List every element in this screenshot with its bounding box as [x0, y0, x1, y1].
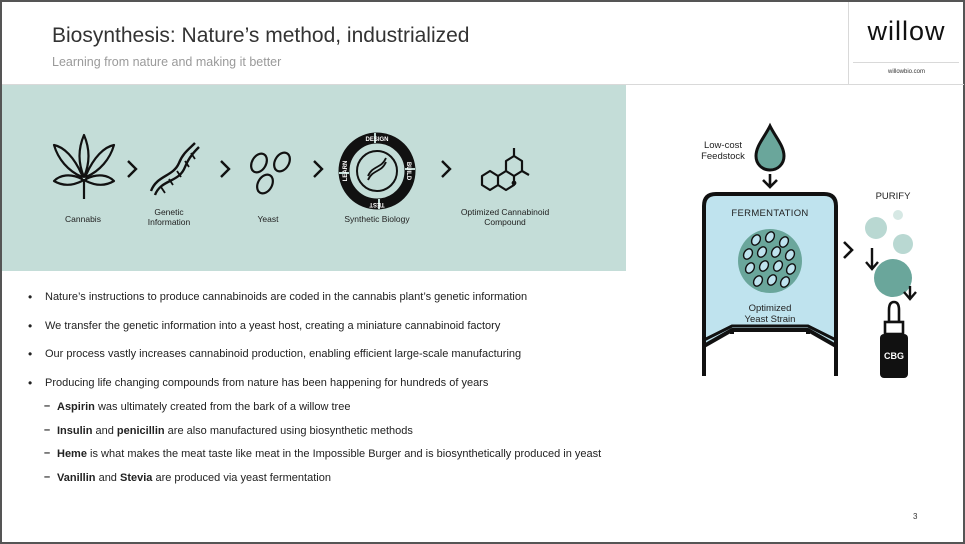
cbg-label: CBG [884, 351, 904, 361]
chevron-right-icon [843, 241, 854, 259]
arrow-down-icon [762, 174, 778, 189]
company-url: willowbio.com [887, 69, 925, 75]
page-subtitle: Learning from nature and making it bette… [52, 55, 282, 69]
purify-bubbles-icon [865, 210, 913, 297]
molecule-icon [480, 148, 530, 192]
dna-icon [149, 142, 200, 196]
process-icons: DESIGN BUILD TEST LEARN [52, 132, 530, 210]
header-divider [2, 84, 848, 85]
dropper-bottle-icon [880, 300, 908, 378]
feedstock-label: Low-cost Feedstock [701, 140, 745, 162]
chevron-right-icon [313, 160, 324, 178]
fermentation-label: FERMENTATION [731, 208, 809, 219]
cycle-design: DESIGN [365, 137, 388, 143]
logo-panel: willow willowbio.com [848, 2, 964, 85]
chevron-right-icon [441, 160, 452, 178]
step-label-compound: Optimized Cannabinoid Compound [460, 207, 550, 227]
chevron-right-icon [220, 160, 231, 178]
yeast-strain-icon [738, 229, 802, 293]
willow-logo: willow [867, 16, 946, 46]
page-title: Biosynthesis: Nature’s method, industria… [52, 24, 470, 47]
logo-divider [853, 62, 959, 63]
process-band: DESIGN BUILD TEST LEARN Cannabis Genetic… [2, 85, 626, 271]
cycle-build: BUILD [405, 162, 411, 181]
arrow-down-icon [865, 248, 879, 271]
feedstock-drop-icon [754, 122, 786, 172]
purify-label: PURIFY [875, 191, 911, 202]
arrow-down-icon [903, 286, 917, 301]
step-label-yeast: Yeast [257, 214, 279, 224]
page-number: 3 [913, 512, 918, 521]
step-label-cannabis: Cannabis [65, 214, 101, 224]
cycle-learn: LEARN [343, 161, 349, 182]
design-build-test-learn-cycle-icon: DESIGN BUILD TEST LEARN [338, 132, 416, 210]
cannabis-leaf-icon [52, 133, 116, 199]
fermentation-graphic [702, 122, 917, 378]
yeast-cells-icon [250, 151, 291, 195]
cycle-test: TEST [369, 201, 385, 207]
step-label-genetic: Genetic Information [147, 207, 191, 227]
step-label-synbio: Synthetic Biology [344, 214, 410, 224]
fermentation-diagram: Low-cost Feedstock FERMENTATION Optimize… [690, 118, 940, 398]
chevron-right-icon [127, 160, 138, 178]
strain-label: Optimized Yeast Strain [744, 303, 796, 325]
